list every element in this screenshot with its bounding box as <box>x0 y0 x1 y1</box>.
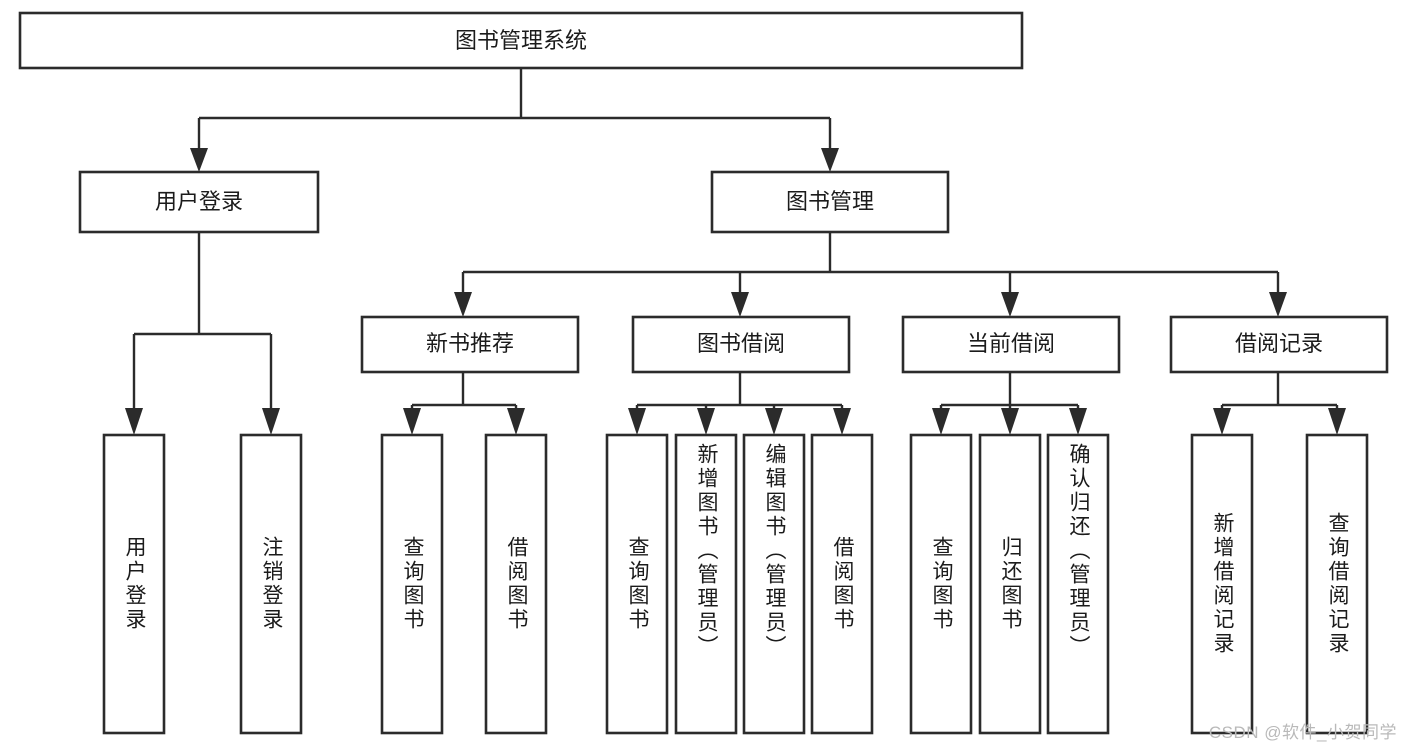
leaf-box-layer <box>102 433 1369 735</box>
arrow-to-leaf-borrow-book-1 <box>507 408 525 435</box>
node-book-manage-label: 图书管理 <box>786 189 874 214</box>
arrow-to-book-borrow <box>731 292 749 317</box>
arrow-to-leaf-add-book <box>697 408 715 435</box>
leaf-query-book-2-box[interactable] <box>605 433 669 735</box>
node-book-borrow[interactable]: 图书借阅 <box>631 315 851 374</box>
arrow-to-leaf-edit-book <box>765 408 783 435</box>
arrow-to-leaf-query-book-3 <box>932 408 950 435</box>
leaf-add-record-box[interactable] <box>1190 433 1254 735</box>
arrow-to-leaf-query-book-1 <box>403 408 421 435</box>
leaf-query-book-3-box[interactable] <box>909 433 973 735</box>
arrow-to-leaf-return-book <box>1001 408 1019 435</box>
arrow-to-leaf-query-book-2 <box>628 408 646 435</box>
node-book-manage-box[interactable] <box>710 170 950 234</box>
node-root-box[interactable] <box>18 11 1024 70</box>
node-current-borrow[interactable]: 当前借阅 <box>901 315 1121 374</box>
node-new-book-recommend-box[interactable] <box>360 315 580 374</box>
node-current-borrow-label: 当前借阅 <box>967 331 1055 356</box>
leaf-query-book-1-box[interactable] <box>380 433 444 735</box>
node-book-manage[interactable]: 图书管理 <box>710 170 950 234</box>
arrow-to-leaf-borrow-book-2 <box>833 408 851 435</box>
csdn-watermark: CSDN @软件_小贺同学 <box>1208 723 1397 742</box>
node-user-login-box[interactable] <box>78 170 320 234</box>
node-user-login[interactable]: 用户登录 <box>78 170 320 234</box>
leaf-user-logout-box[interactable] <box>239 433 303 735</box>
node-borrow-record-label: 借阅记录 <box>1235 331 1323 356</box>
arrow-to-leaf-add-record <box>1213 408 1231 435</box>
leaf-borrow-book-1-box[interactable] <box>484 433 548 735</box>
leaf-confirm-return-box[interactable] <box>1046 433 1110 735</box>
leaf-user-login-box[interactable] <box>102 433 166 735</box>
connector-layer <box>125 68 1346 435</box>
arrow-to-current-borrow <box>1001 292 1019 317</box>
arrow-to-new-book-recommend <box>454 292 472 317</box>
arrow-to-borrow-record <box>1269 292 1287 317</box>
leaf-edit-book-box[interactable] <box>742 433 806 735</box>
node-book-borrow-box[interactable] <box>631 315 851 374</box>
node-book-borrow-label: 图书借阅 <box>697 331 785 356</box>
leaf-query-record-box[interactable] <box>1305 433 1369 735</box>
leaf-borrow-book-2-box[interactable] <box>810 433 874 735</box>
arrow-to-leaf-confirm-return <box>1069 408 1087 435</box>
node-new-book-recommend-label: 新书推荐 <box>426 331 514 356</box>
node-borrow-record[interactable]: 借阅记录 <box>1169 315 1389 374</box>
arrow-to-leaf-user-logout <box>262 408 280 435</box>
node-root-label: 图书管理系统 <box>455 28 587 53</box>
arrow-to-leaf-query-record <box>1328 408 1346 435</box>
node-root[interactable]: 图书管理系统 <box>18 11 1024 70</box>
arrow-to-leaf-user-login <box>125 408 143 435</box>
leaf-return-book-box[interactable] <box>978 433 1042 735</box>
leaf-add-book-box[interactable] <box>674 433 738 735</box>
arrow-to-book-manage <box>821 148 839 172</box>
node-new-book-recommend[interactable]: 新书推荐 <box>360 315 580 374</box>
node-current-borrow-box[interactable] <box>901 315 1121 374</box>
node-borrow-record-box[interactable] <box>1169 315 1389 374</box>
node-user-login-label: 用户登录 <box>155 189 243 214</box>
arrow-to-user-login <box>190 148 208 172</box>
